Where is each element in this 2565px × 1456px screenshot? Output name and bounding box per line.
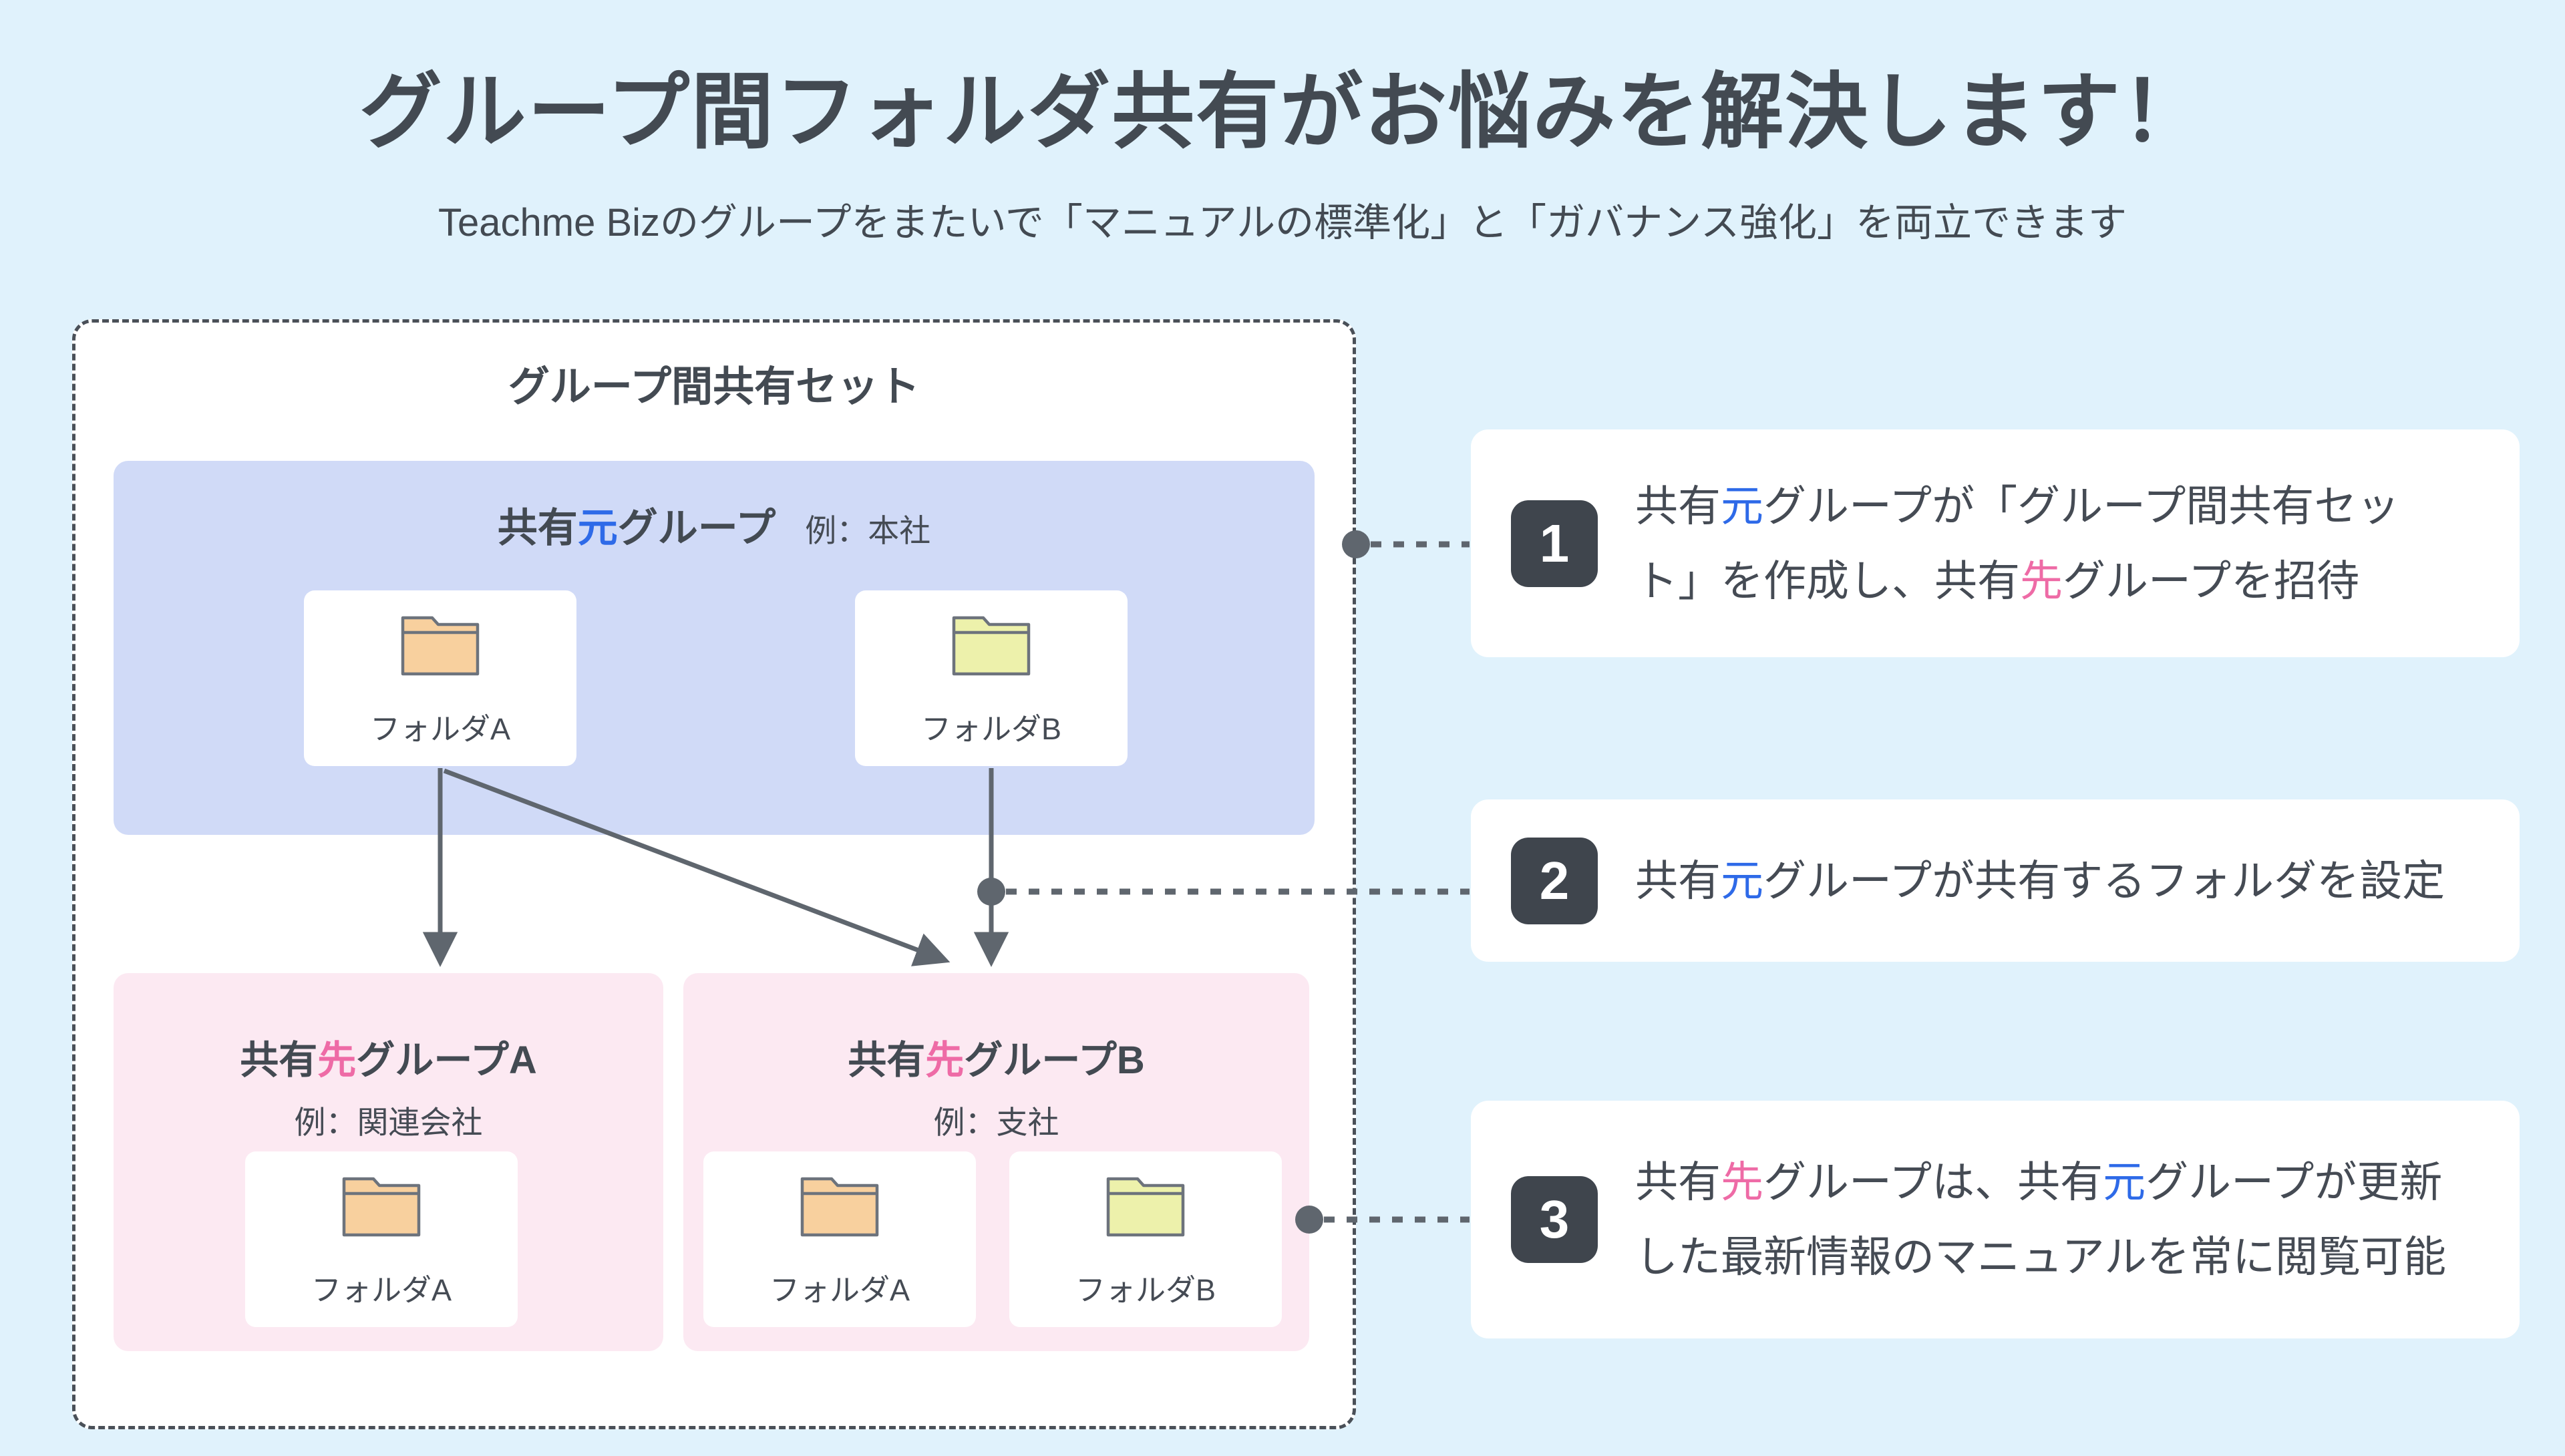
- highlighted-text: 元: [577, 506, 618, 550]
- folder-icon: [342, 1177, 421, 1237]
- highlighted-text: 元: [1721, 482, 1763, 530]
- text-segment: 共有: [848, 1039, 926, 1082]
- text-segment: 共有: [497, 506, 578, 550]
- folder-card-dest-a1: フォルダA: [245, 1151, 518, 1327]
- folder-label: フォルダA: [369, 712, 510, 746]
- step-badge-3: 3: [1511, 1176, 1598, 1263]
- source-group-header: 共有元グループ 例：本社: [114, 496, 1315, 554]
- highlighted-text: 先: [2020, 556, 2063, 605]
- dest-group-b-title: 共有先グループB: [848, 1029, 1144, 1085]
- dest-group-a-title: 共有先グループA: [240, 1029, 536, 1085]
- text-segment: グループは、共有: [1763, 1158, 2103, 1206]
- folder-card-dest-b2: フォルダB: [1009, 1151, 1282, 1327]
- highlighted-text: 元: [2103, 1158, 2146, 1206]
- text-segment: グループを招待: [2063, 556, 2360, 605]
- folder-label: フォルダB: [1075, 1273, 1216, 1307]
- highlighted-text: 先: [1721, 1158, 1763, 1206]
- text-segment: グループA: [356, 1039, 537, 1082]
- highlighted-text: 先: [925, 1039, 965, 1082]
- text-segment: 共有: [1635, 856, 1721, 905]
- annotation-text-2: 共有元グループが共有するフォルダを設定: [1635, 844, 2445, 918]
- folder-icon: [401, 616, 480, 676]
- dest-group-a-header: 共有先グループA 例：関連会社: [114, 1029, 663, 1143]
- folder-card-dest-b1: フォルダA: [703, 1151, 976, 1327]
- step-number: 3: [1539, 1190, 1570, 1249]
- annotation-card-2: 2 共有元グループが共有するフォルダを設定: [1471, 799, 2520, 962]
- folder-label: フォルダB: [920, 712, 1061, 746]
- highlighted-text: 先: [317, 1039, 357, 1082]
- share-set-label: グループ間共有セット: [508, 364, 920, 410]
- dest-group-b-header: 共有先グループB 例：支社: [683, 1029, 1309, 1143]
- text-segment: 共有: [1635, 482, 1721, 530]
- source-group-example: 例：本社: [805, 513, 931, 548]
- text-segment: 共有: [1635, 1158, 1721, 1206]
- folder-label: フォルダA: [311, 1273, 452, 1307]
- dest-group-a-example: 例：関連会社: [294, 1105, 483, 1140]
- text-segment: グループ: [617, 506, 776, 550]
- step-number: 2: [1539, 850, 1570, 910]
- page-subtitle: Teachme Bizのグループをまたいで「マニュアルの標準化」と「ガバナンス強…: [438, 201, 2127, 244]
- step-badge-2: 2: [1511, 837, 1598, 924]
- highlighted-text: 元: [1721, 856, 1763, 905]
- source-group-title: 共有元グループ: [498, 496, 776, 554]
- text-segment: グループB: [964, 1039, 1145, 1082]
- text-segment: した最新情報のマニュアルを常に閲覧可能: [1635, 1233, 2447, 1281]
- text-segment: グループが「グループ間共有セッ: [1763, 482, 2400, 530]
- page-title: グループ間フォルダ共有がお悩みを解決します！: [359, 66, 2206, 158]
- annotation-card-1: 1 共有元グループが「グループ間共有セット」を作成し、共有先グループを招待: [1471, 429, 2520, 657]
- step-badge-1: 1: [1511, 500, 1598, 587]
- folder-card-source-a: フォルダA: [304, 590, 576, 766]
- folder-label: フォルダA: [769, 1273, 910, 1307]
- folder-icon: [800, 1177, 879, 1237]
- annotation-text-1: 共有元グループが「グループ間共有セット」を作成し、共有先グループを招待: [1635, 469, 2399, 618]
- folder-card-source-b: フォルダB: [855, 590, 1128, 766]
- annotation-card-3: 3 共有先グループは、共有元グループが更新した最新情報のマニュアルを常に閲覧可能: [1471, 1101, 2520, 1338]
- annotation-text-3: 共有先グループは、共有元グループが更新した最新情報のマニュアルを常に閲覧可能: [1635, 1145, 2446, 1294]
- folder-icon: [952, 616, 1031, 676]
- text-segment: ト」を作成し、共有: [1635, 556, 2020, 605]
- text-segment: グループが更新: [2146, 1158, 2443, 1206]
- text-segment: グループが共有するフォルダを設定: [1763, 856, 2445, 905]
- text-segment: 共有: [240, 1039, 318, 1082]
- dest-group-b-example: 例：支社: [933, 1105, 1059, 1140]
- step-number: 1: [1539, 513, 1570, 573]
- folder-icon: [1106, 1177, 1185, 1237]
